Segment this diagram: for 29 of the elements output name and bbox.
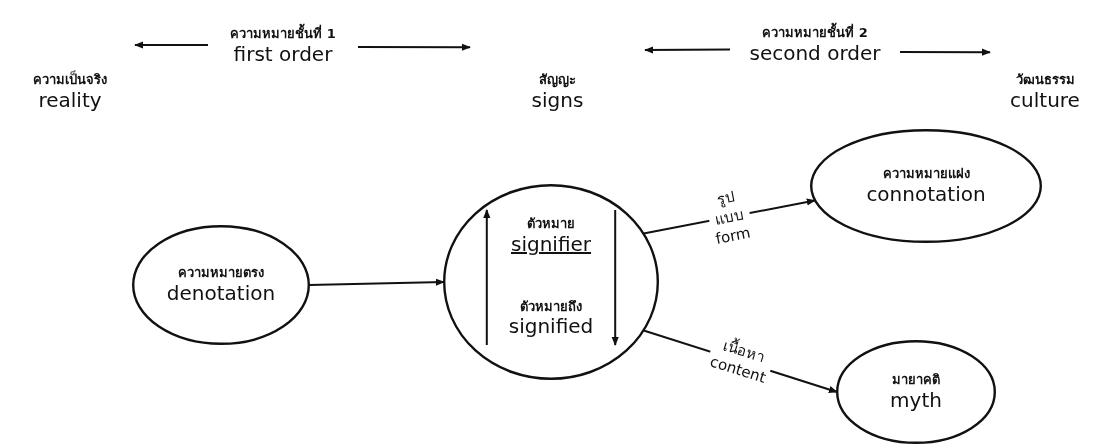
thai-term: สัญญะ xyxy=(539,72,576,89)
english-term: first order xyxy=(233,42,333,66)
english-term: signified xyxy=(508,315,594,339)
english-term: culture xyxy=(1010,89,1080,112)
thai-term: ความเป็นจริง xyxy=(33,72,107,89)
english-term: connotation xyxy=(866,182,986,206)
thai-term: ความหมายตรง xyxy=(178,265,264,282)
english-term: reality xyxy=(38,89,102,112)
english-term: signifier xyxy=(511,232,591,256)
arrow xyxy=(611,209,619,346)
thai-term: วัฒนธรรม xyxy=(1015,72,1075,89)
sign-circle xyxy=(443,184,659,380)
concept-ellipse xyxy=(836,340,996,444)
english-term: denotation xyxy=(166,281,276,305)
concept-ellipse xyxy=(810,129,1042,243)
thai-term: ตัวหมายถึง xyxy=(520,298,582,316)
concept-ellipse xyxy=(132,225,310,345)
arrow xyxy=(644,46,731,54)
thai-term: ตัวหมาย xyxy=(527,216,575,233)
thai-term: มายาคติ xyxy=(892,372,940,389)
thai-term: ความหมายแฝง xyxy=(882,166,970,183)
arrow xyxy=(134,41,209,49)
arrow xyxy=(483,209,491,346)
arrow xyxy=(899,48,991,56)
english-term: myth xyxy=(890,388,942,412)
arrow xyxy=(357,43,471,51)
english-term: second order xyxy=(749,41,881,65)
arrow xyxy=(308,278,445,286)
english-term: signs xyxy=(531,89,584,112)
